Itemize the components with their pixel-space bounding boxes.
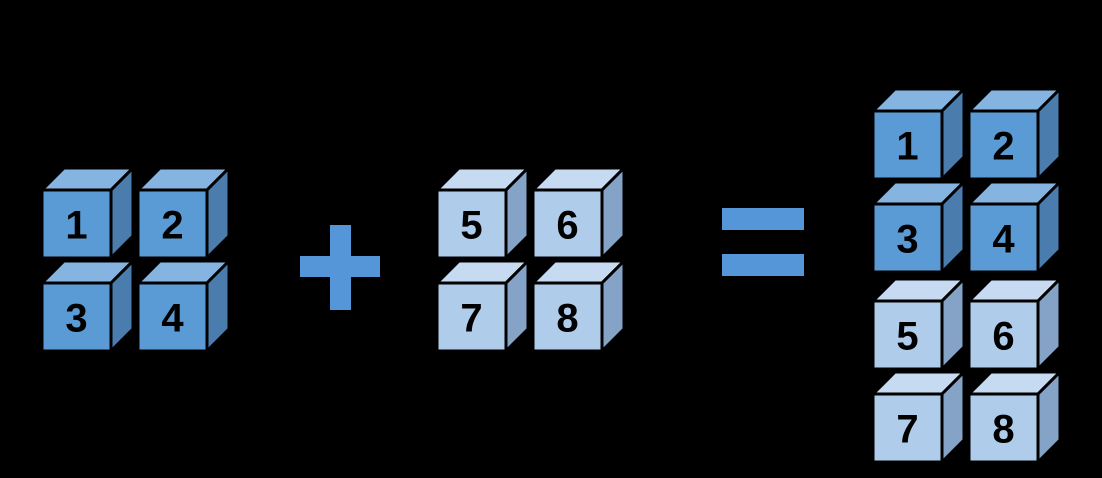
cube-addend-1-2: 2	[136, 166, 231, 261]
cube-number: 5	[896, 315, 918, 359]
cube-number: 3	[896, 218, 918, 262]
cube-result-3: 3	[871, 180, 966, 275]
plus-operator	[300, 225, 380, 310]
cube-addend-1-1: 1	[40, 166, 135, 261]
cube-graphic: 2	[967, 87, 1062, 182]
cube-front-face	[435, 188, 508, 260]
cube-number: 7	[896, 408, 918, 452]
cube-number: 2	[992, 125, 1014, 169]
cube-result-2: 2	[967, 87, 1062, 182]
cube-number: 7	[460, 297, 482, 341]
cube-addend-2-5: 5	[435, 166, 530, 261]
cube-result-4: 4	[967, 180, 1062, 275]
addend-group-2: 5 6 7 8	[435, 166, 627, 356]
cube-front-face	[967, 202, 1040, 274]
cube-graphic: 3	[871, 180, 966, 275]
equals-top-bar	[722, 208, 804, 230]
cube-front-face	[871, 202, 944, 274]
cube-front-face	[531, 281, 604, 353]
addend-group-1: 1 2 3 4	[40, 166, 232, 356]
cube-graphic: 1	[40, 166, 135, 261]
cube-result-5: 5	[871, 277, 966, 372]
cube-graphic: 7	[435, 259, 530, 354]
equals-operator	[722, 208, 804, 276]
cube-result-1: 1	[871, 87, 966, 182]
cube-front-face	[967, 392, 1040, 464]
cube-front-face	[531, 188, 604, 260]
cube-number: 6	[992, 315, 1014, 359]
cube-front-face	[871, 299, 944, 371]
cube-front-face	[40, 188, 113, 260]
cube-graphic: 8	[531, 259, 626, 354]
cube-number: 4	[992, 218, 1015, 262]
cube-front-face	[435, 281, 508, 353]
cube-graphic: 6	[967, 277, 1062, 372]
cube-addend-2-6: 6	[531, 166, 626, 261]
cube-addend-2-8: 8	[531, 259, 626, 354]
cube-graphic: 6	[531, 166, 626, 261]
cube-number: 6	[556, 204, 578, 248]
cube-front-face	[136, 281, 209, 353]
cube-graphic: 1	[871, 87, 966, 182]
cube-front-face	[40, 281, 113, 353]
cube-number: 5	[460, 204, 482, 248]
cube-front-face	[136, 188, 209, 260]
cube-front-face	[967, 109, 1040, 181]
cube-number: 8	[992, 408, 1014, 452]
plus-vertical-bar	[329, 225, 351, 310]
cube-graphic: 4	[967, 180, 1062, 275]
cube-result-7: 7	[871, 370, 966, 465]
cube-graphic: 2	[136, 166, 231, 261]
result-group: 1 2 3 4 5 6 7 8	[871, 87, 1063, 467]
cube-graphic: 8	[967, 370, 1062, 465]
cube-addend-1-3: 3	[40, 259, 135, 354]
cube-number: 8	[556, 297, 578, 341]
cube-graphic: 4	[136, 259, 231, 354]
cube-graphic: 5	[871, 277, 966, 372]
cube-number: 1	[896, 125, 918, 169]
cube-result-6: 6	[967, 277, 1062, 372]
cube-number: 3	[65, 297, 87, 341]
cube-graphic: 3	[40, 259, 135, 354]
equals-bottom-bar	[722, 254, 804, 276]
cube-front-face	[871, 109, 944, 181]
cube-front-face	[871, 392, 944, 464]
cube-number: 4	[161, 297, 184, 341]
cube-graphic: 7	[871, 370, 966, 465]
cube-result-8: 8	[967, 370, 1062, 465]
cube-number: 1	[65, 204, 87, 248]
cube-addend-1-4: 4	[136, 259, 231, 354]
cube-graphic: 5	[435, 166, 530, 261]
cube-number: 2	[161, 204, 183, 248]
cube-addend-2-7: 7	[435, 259, 530, 354]
cube-front-face	[967, 299, 1040, 371]
